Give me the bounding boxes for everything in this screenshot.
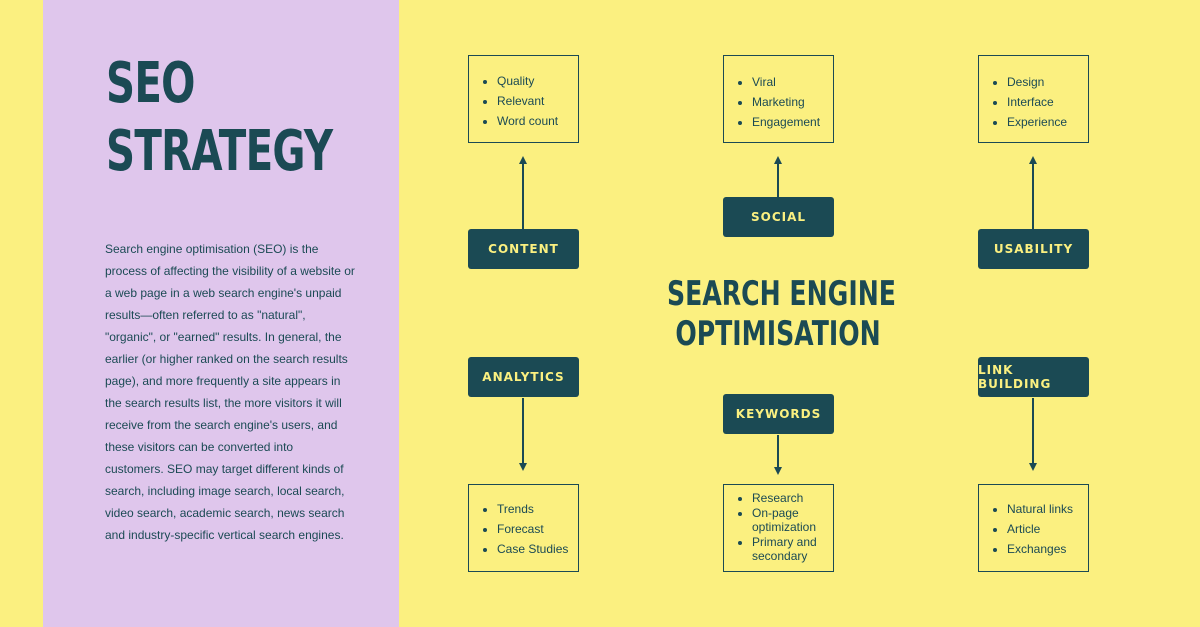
box-content: Quality Relevant Word count [468,55,579,143]
list-item: Marketing [752,92,833,112]
list-item: Engagement [752,112,833,132]
list-item: Design [1007,72,1088,92]
list-item: Trends [497,499,578,519]
list-item: Exchanges [1007,539,1088,559]
node-usability: USABILITY [978,229,1089,269]
list-item: Case Studies [497,539,578,559]
list-item: Quality [497,71,578,91]
node-link-building: LINK BUILDING [978,357,1089,397]
central-topic-line-2: OPTIMISATION [675,314,881,354]
node-social: SOCIAL [723,197,834,237]
box-keywords: Research On-page optimization Primary an… [723,484,834,572]
list-item: Research [752,491,833,506]
central-topic: SEARCH ENGINE OPTIMISATION [628,274,928,354]
node-keywords: KEYWORDS [723,394,834,434]
title-line-1: SEO [106,51,195,116]
sidebar-panel [43,0,399,627]
seo-description: Search engine optimisation (SEO) is the … [105,242,355,542]
list-item: Forecast [497,519,578,539]
node-analytics: ANALYTICS [468,357,579,397]
list-item: Interface [1007,92,1088,112]
title-line-2: STRATEGY [106,119,333,184]
page-title: SEO STRATEGY [106,50,333,186]
box-link-building: Natural links Article Exchanges [978,484,1089,572]
list-item: Natural links [1007,499,1088,519]
list-item: Experience [1007,112,1088,132]
node-content: CONTENT [468,229,579,269]
central-topic-line-1: SEARCH ENGINE [667,274,896,314]
box-usability: Design Interface Experience [978,55,1089,143]
list-item: Word count [497,111,578,131]
box-analytics: Trends Forecast Case Studies [468,484,579,572]
list-item: Primary and secondary [752,535,833,564]
list-item: Viral [752,72,833,92]
list-item: Article [1007,519,1088,539]
box-social: Viral Marketing Engagement [723,55,834,143]
list-item: Relevant [497,91,578,111]
list-item: On-page optimization [752,506,833,535]
